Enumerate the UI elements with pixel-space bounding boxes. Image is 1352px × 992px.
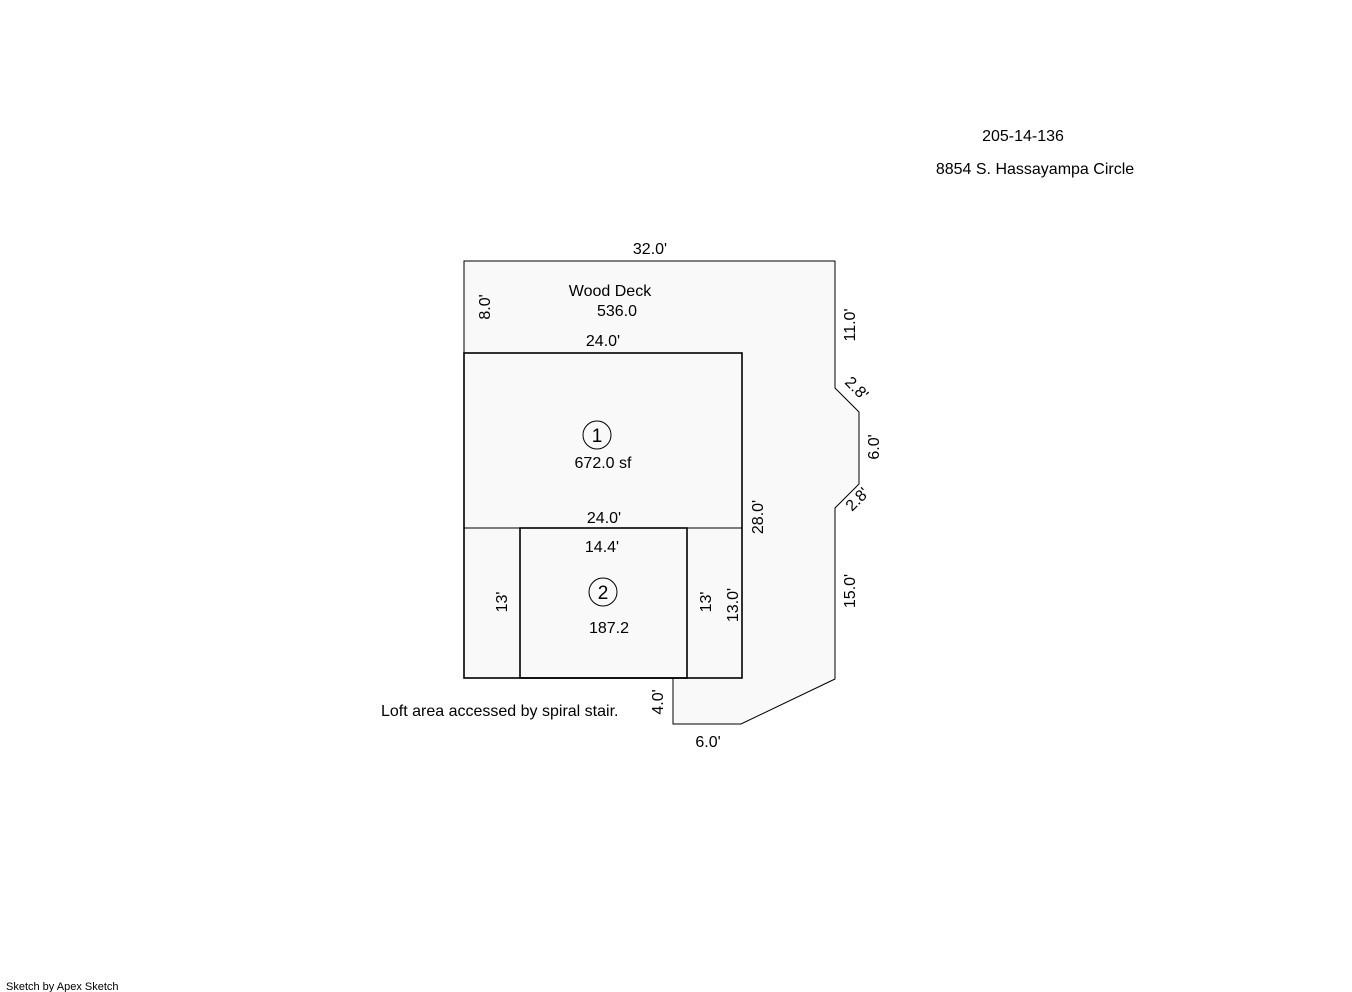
area2-number: 2 [598, 583, 609, 604]
deck-dim-left: 8.0' [477, 294, 494, 319]
deck-dim-bottom-step: 4.0' [650, 689, 667, 714]
area2-dim-right-inner: 13' [698, 592, 715, 613]
loft-note: Loft area accessed by spiral stair. [381, 703, 618, 720]
footer-credit: Sketch by Apex Sketch [6, 981, 119, 992]
area1-area-label: 672.0 sf [575, 455, 632, 472]
deck-dim-right-lower: 15.0' [842, 574, 859, 608]
area1-dim-right: 28.0' [750, 500, 767, 534]
area2-dim-left: 13' [494, 592, 511, 613]
area2-number-circle [588, 577, 618, 607]
parcel-number: 205-14-136 [982, 128, 1064, 145]
area2-dim-top: 14.4' [585, 539, 619, 556]
area2-dim-right: 13.0' [725, 588, 742, 622]
deck-dim-right-upper: 11.0' [842, 308, 859, 341]
area1-dim-divider: 24.0' [587, 510, 621, 527]
deck-dim-bay-mid: 6.0' [866, 434, 883, 459]
deck-dim-top: 32.0' [633, 241, 667, 258]
deck-area-label: 536.0 [597, 303, 637, 320]
area1-dim-top: 24.0' [586, 333, 620, 350]
area1-number-circle [582, 420, 612, 450]
area2-area-label: 187.2 [589, 620, 629, 637]
main-building-outline [463, 352, 743, 679]
deck-dim-bottom: 6.0' [695, 734, 720, 751]
deck-name-label: Wood Deck [569, 283, 652, 300]
property-address: 8854 S. Hassayampa Circle [936, 161, 1134, 178]
area1-number: 1 [592, 426, 603, 447]
